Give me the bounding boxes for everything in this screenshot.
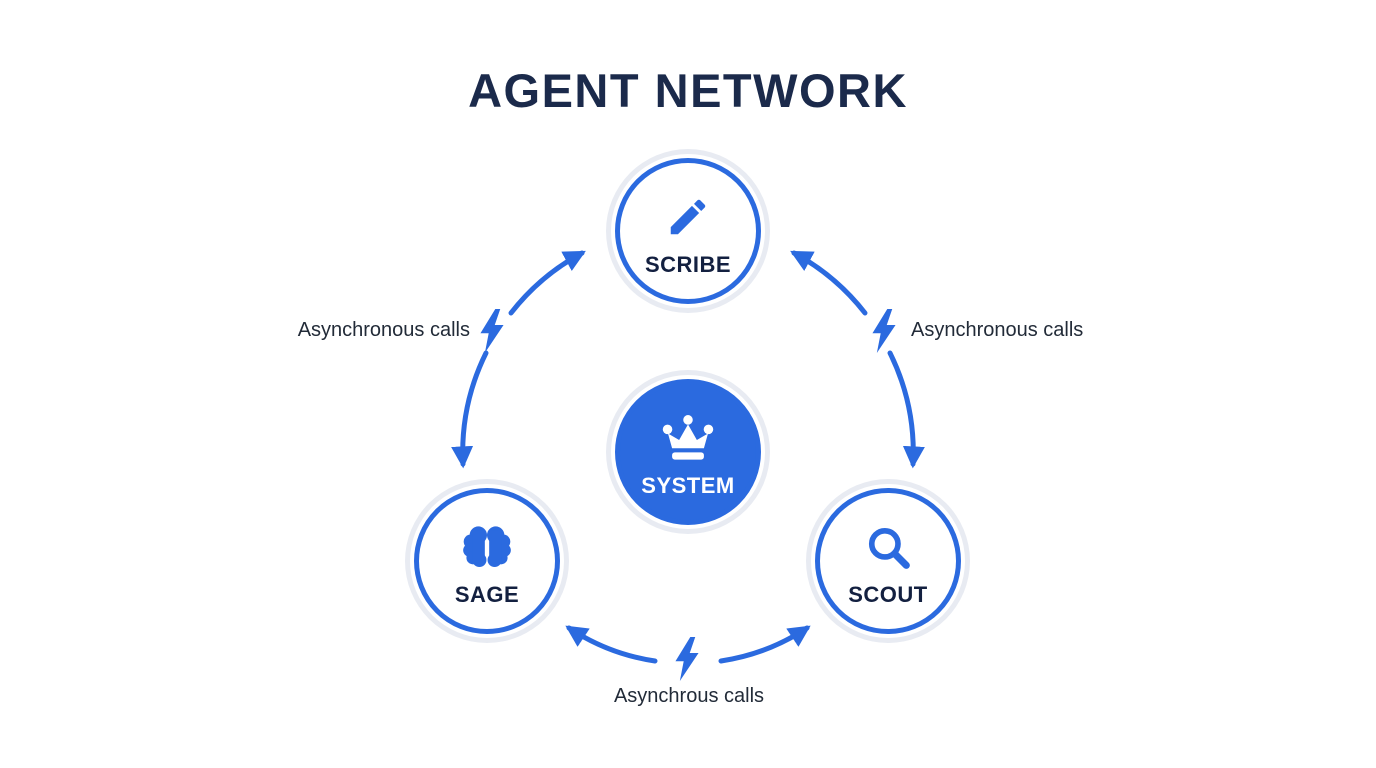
node-label-sage: SAGE <box>454 582 520 607</box>
page-title: AGENT NETWORK <box>468 64 908 117</box>
node-scribe: SCRIBE <box>615 158 761 304</box>
node-label-system: SYSTEM <box>641 473 735 498</box>
lightning-icon <box>675 637 699 681</box>
node-sage: SAGE <box>414 488 560 634</box>
node-label-scribe: SCRIBE <box>644 252 732 277</box>
node-label-scout: SCOUT <box>848 582 928 607</box>
pencil-icon <box>665 191 711 243</box>
crown-icon <box>660 412 716 464</box>
node-scout: SCOUT <box>815 488 961 634</box>
edge-label-right: Asynchronous calls <box>911 319 1084 341</box>
edge-label-bottom: Asynchrous calls <box>613 685 765 707</box>
search-icon <box>863 521 913 573</box>
edge-arc-sage-to-scout <box>718 625 811 664</box>
lightning-icon <box>480 309 504 353</box>
lightning-icon <box>872 309 896 353</box>
edge-label-left: Asynchronous calls <box>297 319 470 341</box>
edge-arc-scribe-to-scout <box>887 350 925 469</box>
edge-arc-scout-to-sage <box>565 625 658 664</box>
node-system: SYSTEM <box>615 379 761 525</box>
brain-icon <box>461 521 513 573</box>
edge-arc-sage-to-scribe <box>508 250 586 316</box>
edge-arc-scribe-to-sage <box>451 350 489 469</box>
edge-arc-scout-to-scribe <box>790 250 868 316</box>
